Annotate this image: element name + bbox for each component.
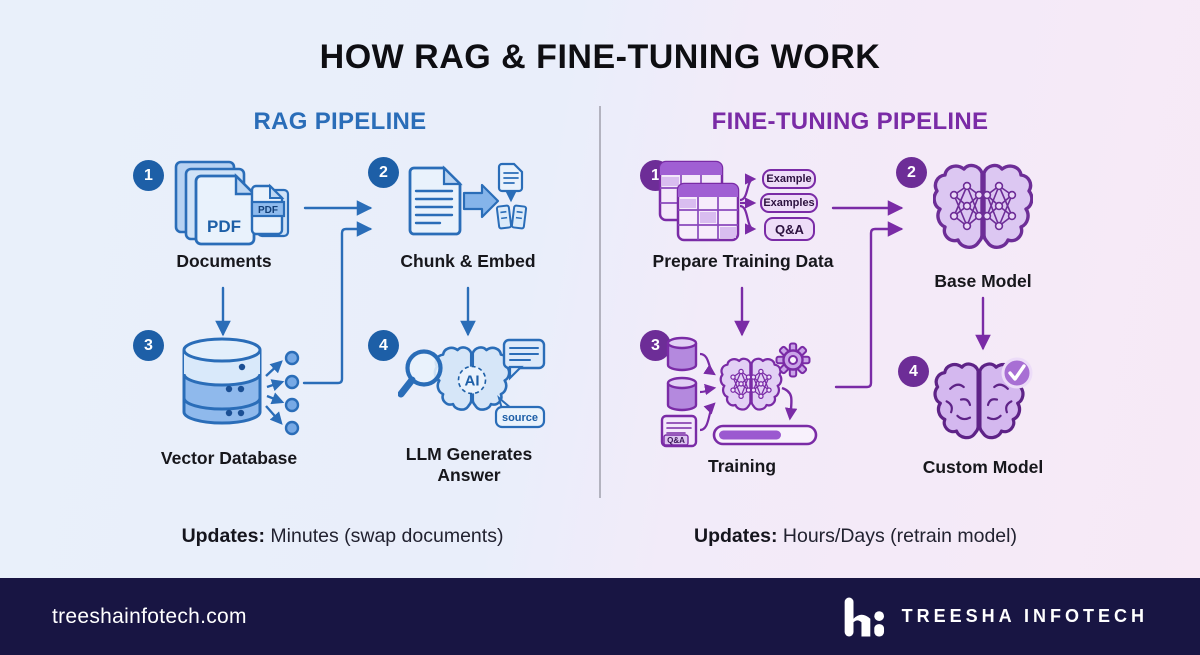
ft-step2-badge: 2 (896, 157, 927, 188)
qa-doc-icon: Q&A (660, 414, 698, 448)
rag-step4-badge: 4 (368, 330, 399, 361)
custom-model-icon (933, 357, 1033, 440)
footer-brand-text: TREESHA INFOTECH (901, 606, 1148, 626)
rag-step1-label: Documents (176, 251, 272, 271)
ft-step2-label: Base Model (934, 271, 1032, 291)
db-cylinder-icon (666, 376, 698, 412)
ft-step4-badge: 4 (898, 356, 929, 387)
finetune-pipeline-heading: FINE-TUNING PIPELINE (711, 108, 989, 135)
pdf-text-large: PDF (207, 217, 241, 236)
ft-step3-badge: 3 (640, 330, 671, 361)
llm-answer-icon: AI source (398, 338, 546, 429)
pill-example: Example (762, 169, 816, 189)
source-text: source (502, 412, 538, 424)
ft-step1-label: Prepare Training Data (652, 251, 834, 271)
check-badge-icon (1001, 357, 1033, 389)
ft-updates-label: Updates: (694, 525, 778, 547)
rag-step3-label: Vector Database (160, 448, 298, 468)
pdf-text-small: PDF (258, 205, 278, 216)
rag-pipeline-heading: RAG PIPELINE (253, 108, 427, 135)
vector-database-icon (182, 337, 300, 436)
db-cylinder-icon (666, 336, 698, 372)
rag-updates-value: Minutes (swap documents) (270, 525, 504, 547)
source-bubble-icon (494, 405, 546, 429)
training-brain-icon (719, 357, 783, 411)
rag-step3-badge: 3 (133, 330, 164, 361)
rag-step2-badge: 2 (368, 157, 399, 188)
magnifier-icon (405, 349, 443, 387)
ft-updates-value: Hours/Days (retrain model) (782, 525, 1017, 547)
gear-icon (775, 342, 811, 378)
pipeline-divider (599, 106, 601, 498)
footer-brand: TREESHA INFOTECH (842, 595, 1148, 639)
ft-step3-label: Training (707, 456, 777, 476)
rag-step2-label: Chunk & Embed (400, 251, 536, 271)
qa-doc-text: Q&A (667, 436, 685, 445)
page-title: HOW RAG & FINE-TUNING WORK (319, 38, 881, 76)
treesha-logo-icon (844, 597, 884, 636)
footer-bar: treeshainfotech.com TREESHA INFOTECH (0, 578, 1200, 655)
ai-text: AI (465, 373, 480, 390)
progress-bar-icon (712, 424, 818, 446)
rag-updates-label: Updates: (181, 525, 265, 547)
rag-step1-badge: 1 (133, 160, 164, 191)
ft-step4-label: Custom Model (922, 457, 1044, 477)
base-model-icon (933, 163, 1033, 249)
chunk-embed-icon (408, 162, 528, 236)
footer-website: treeshainfotech.com (52, 604, 247, 628)
ft-updates-text: Updates: Hours/Days (retrain model) (608, 525, 1103, 548)
rag-updates-text: Updates: Minutes (swap documents) (90, 525, 595, 548)
training-icon: Q&A (660, 336, 818, 448)
documents-icon: PDF PDF (174, 160, 290, 246)
rag-step4-label: LLM Generates Answer (405, 444, 533, 485)
pill-qa: Q&A (764, 217, 815, 241)
pill-examples: Examples (760, 193, 818, 213)
training-data-icon (658, 160, 757, 242)
